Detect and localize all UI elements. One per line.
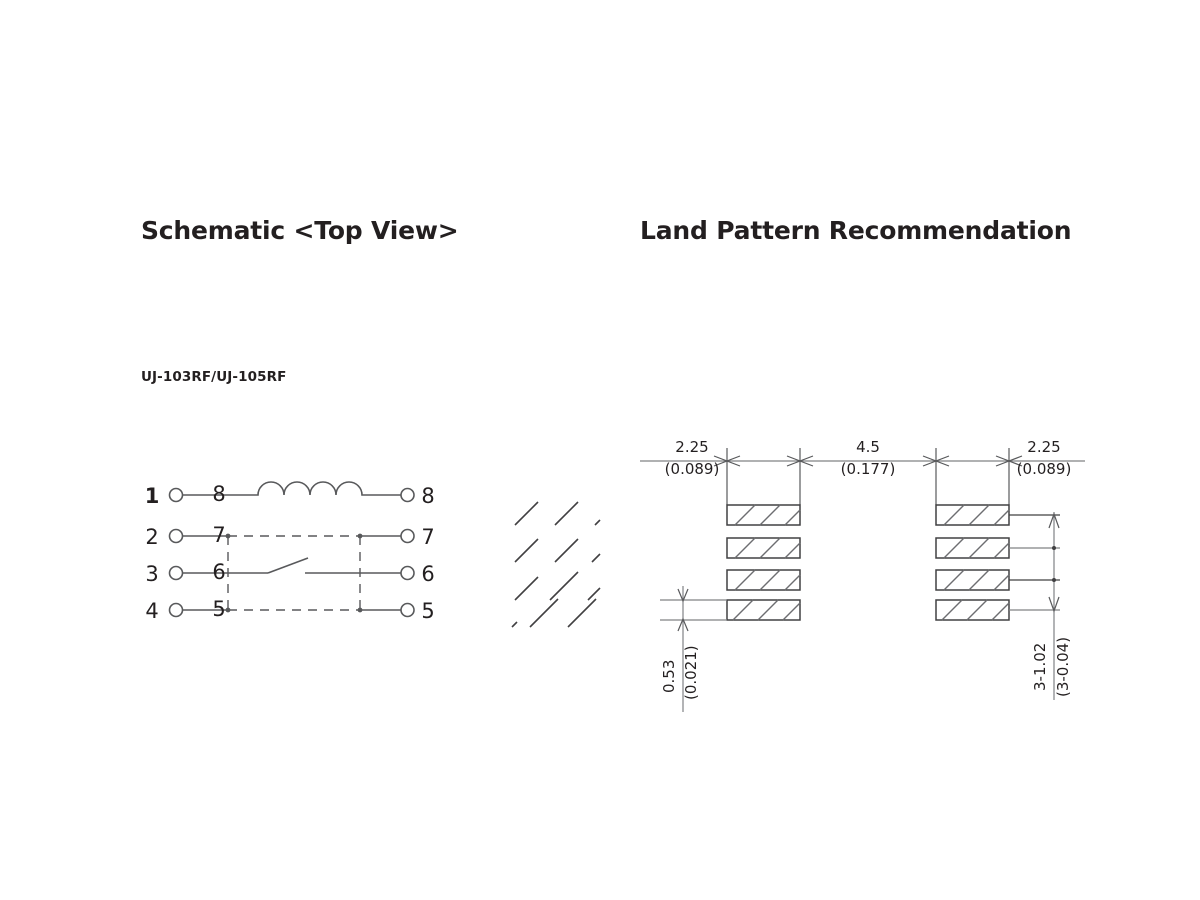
pad xyxy=(935,599,1010,621)
rdim-arrow-top xyxy=(1048,512,1060,529)
pad xyxy=(935,537,1010,559)
dim-h1-mm: 2.25 xyxy=(675,438,708,456)
part-number-label: UJ-103RF/UJ-105RF xyxy=(141,369,287,385)
inner-label-6: 6 xyxy=(212,560,225,584)
rdim-tick-2 xyxy=(1052,546,1056,550)
pin-label-left-3: 3 xyxy=(145,562,158,586)
dim-h1-inch: (0.089) xyxy=(665,460,720,478)
terminal-circle-right-4 xyxy=(400,602,415,618)
pin-label-right-8: 8 xyxy=(421,484,434,508)
junction-node-tl xyxy=(225,533,231,539)
pad-column-right xyxy=(935,504,1010,621)
dim-v2-inch: (3-0.04) xyxy=(1054,637,1072,697)
pin-label-right-6: 6 xyxy=(421,562,434,586)
schematic-title: Schematic <Top View> xyxy=(141,216,459,245)
dim-h2-inch: (0.177) xyxy=(841,460,896,478)
vertical-dimension-right: 3-1.02 (3-0.04) xyxy=(1009,512,1072,700)
inductor-coil xyxy=(256,481,364,496)
pin-label-left-2: 2 xyxy=(145,525,158,549)
pad-column-left xyxy=(726,504,801,621)
inner-label-8: 8 xyxy=(212,482,225,506)
rdim-arrow-bottom xyxy=(1048,596,1060,613)
junction-node-br xyxy=(357,607,363,613)
mechanical-linkage-dashed xyxy=(225,533,363,613)
vdim-arrow-top xyxy=(677,588,689,603)
pad xyxy=(726,504,801,526)
inner-label-7: 7 xyxy=(212,523,225,547)
land-pattern-title: Land Pattern Recommendation xyxy=(640,216,1072,245)
pad xyxy=(935,504,1010,526)
dim-v1-inch: (0.021) xyxy=(682,645,700,700)
rdim-tick-3 xyxy=(1052,578,1056,582)
terminal-circle-right-1 xyxy=(400,487,415,503)
pad xyxy=(726,599,801,621)
vertical-dimension-left: 0.53 (0.021) xyxy=(660,586,727,712)
pin-label-right-5: 5 xyxy=(421,599,434,623)
junction-node-bl xyxy=(225,607,231,613)
dim-h3-inch: (0.089) xyxy=(1017,460,1072,478)
pad xyxy=(935,569,1010,591)
terminal-circle-right-3 xyxy=(400,565,415,581)
dimension-arrowheads xyxy=(713,455,1023,467)
dim-v1-mm: 0.53 xyxy=(660,660,678,693)
dim-h3-mm: 2.25 xyxy=(1027,438,1060,456)
hatch-lines xyxy=(511,501,601,628)
schematic-row-switch xyxy=(168,557,415,581)
vdim-arrow-bottom xyxy=(677,617,689,632)
switch-blade xyxy=(267,557,309,574)
pad xyxy=(726,537,801,559)
junction-node-tr xyxy=(357,533,363,539)
inner-label-5: 5 xyxy=(212,597,225,621)
schematic-row-2 xyxy=(168,528,415,544)
dim-v2-mm: 3-1.02 xyxy=(1031,643,1049,691)
pin-label-left-1: 1 xyxy=(145,484,160,508)
schematic-row-coil xyxy=(168,481,415,503)
schematic-row-4 xyxy=(168,602,415,618)
dim-h2-mm: 4.5 xyxy=(856,438,880,456)
pin-label-left-4: 4 xyxy=(145,599,158,623)
pin-label-right-7: 7 xyxy=(421,525,434,549)
terminal-circle-right-2 xyxy=(400,528,415,544)
pad xyxy=(726,569,801,591)
